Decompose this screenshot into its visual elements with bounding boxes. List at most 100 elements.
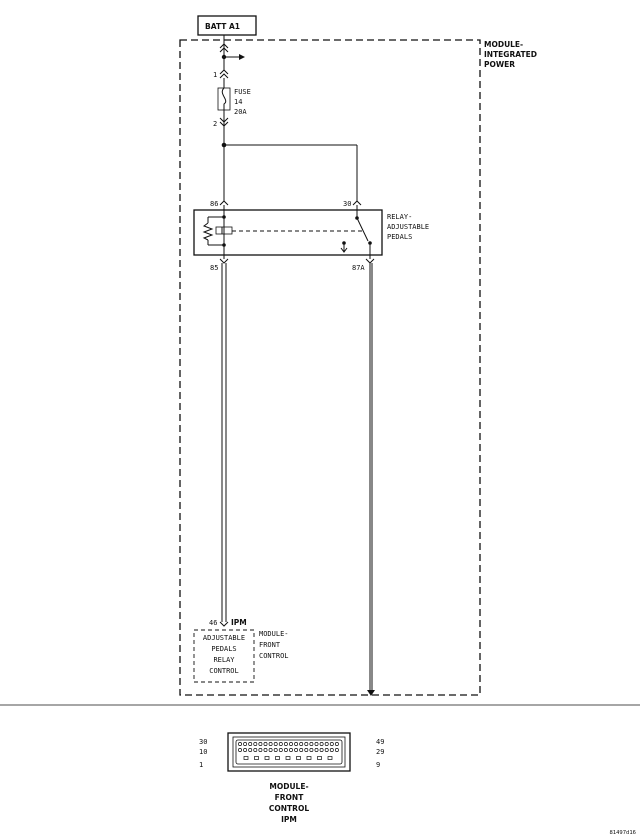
module-bottom-line4: IPM [281,815,297,824]
connector-cavity [289,742,293,746]
connector-pin-left-top: 30 [199,738,207,746]
relay-pin-86: 86 [210,200,218,208]
connector-cavity [273,742,278,746]
pin-85-to-ipm-wire [221,263,227,622]
front-control-connector [227,732,351,772]
connector-cavity [248,742,253,746]
connector-cavity [304,748,309,752]
connector-cavity [273,748,278,752]
module-front-control-line2: FRONT [259,641,281,649]
connector-cavity [299,742,304,746]
pin-87a-output-wire [367,263,375,696]
connector-cavity [268,742,273,746]
connector-cavity [317,756,322,760]
fuse-out-connector [219,117,229,145]
connector-cavity [258,742,263,746]
relay-pin-87a: 87A [352,264,365,272]
relay-pin-30: 30 [343,200,351,208]
fuse-pin-out: 2 [213,120,217,128]
connector-cavity [253,742,258,746]
connector-pin-right-bottom: 9 [376,761,380,769]
connector-cavity [254,756,259,760]
relay-87a-connector [365,258,375,264]
connector-pin-right-top: 49 [376,738,384,746]
adjustable-pedals-relay-control-box [193,629,255,683]
connector-cavity [285,756,291,760]
relay-label-line2: ADJUSTABLE [387,223,429,231]
module-integrated-power-line2: INTEGRATED [484,50,537,59]
connector-pin-right-mid: 29 [376,748,384,756]
relay-pin-85: 85 [210,264,218,272]
fuse-rating: 20A [234,108,247,116]
batt-feed-wire [219,35,245,79]
connector-cavity [238,748,242,752]
control-line4: CONTROL [209,667,239,675]
relay-85-connector [219,258,229,264]
connector-cavity [324,748,329,752]
connector-pin-left-mid: 10 [199,748,207,756]
output-arrow-icon [367,690,375,696]
batt-a1-label: BATT A1 [205,22,240,31]
connector-cavity [314,748,319,752]
connector-cavity [243,756,249,760]
connector-cavity [309,748,314,752]
connector-cavity [294,742,299,746]
module-integrated-power-line3: POWER [484,60,515,69]
relay-label-line1: RELAY- [387,213,412,221]
splice-to-relay [219,142,362,206]
connector-cavity [238,742,242,746]
connector-cavity [334,748,339,752]
connector-cavity [329,748,334,752]
connector-cavity [263,748,268,752]
ipm-pin-46-connector [219,621,229,627]
fuse-label: FUSE [234,88,251,96]
fuse-14 [217,78,231,118]
connector-cavity [327,756,333,760]
control-line2: PEDALS [211,645,236,653]
connector-cavity [283,742,288,746]
module-bottom-line1: MODULE- [269,782,308,791]
connector-cavity [275,756,280,760]
connector-cavity [306,756,312,760]
connector-cavity [309,742,314,746]
relay-adjustable-pedals-box [193,209,383,256]
connector-cavity [319,742,324,746]
connector-cavity [299,748,304,752]
connector-cavity [283,748,288,752]
connector-cavity [334,742,339,746]
relay-switch [340,205,372,259]
connector-cavity [268,748,273,752]
connector-pin-left-bottom: 1 [199,761,203,769]
module-bottom-line2: FRONT [275,793,305,802]
module-front-control-line3: CONTROL [259,652,289,660]
control-line1: ADJUSTABLE [203,634,245,642]
connector-cavity [289,748,293,752]
module-front-control-line1: MODULE- [259,630,289,638]
connector-cavity [278,748,283,752]
connector-cavity [296,756,301,760]
connector-cavity [304,742,309,746]
relay-coil [202,205,233,259]
connector-cavity [319,748,324,752]
connector-cavity [324,742,329,746]
connector-cavity [314,742,319,746]
batt-a1-box [197,15,257,36]
connector-cavity [329,742,334,746]
module-bottom-line3: CONTROL [269,804,309,813]
connector-cavity [263,742,268,746]
connector-cavity [243,748,248,752]
ipm-pin-label: IPM [231,618,247,627]
control-line3: RELAY [213,656,235,664]
branch-arrow-icon [239,54,245,60]
fuse-number: 14 [234,98,242,106]
connector-cavity [248,748,253,752]
ipm-pin-number: 46 [209,619,217,627]
module-integrated-power-line1: MODULE- [484,40,523,49]
connector-cavity [294,748,299,752]
connector-cavity [264,756,270,760]
connector-cavity [253,748,258,752]
connector-cavity [278,742,283,746]
relay-label-line3: PEDALS [387,233,412,241]
